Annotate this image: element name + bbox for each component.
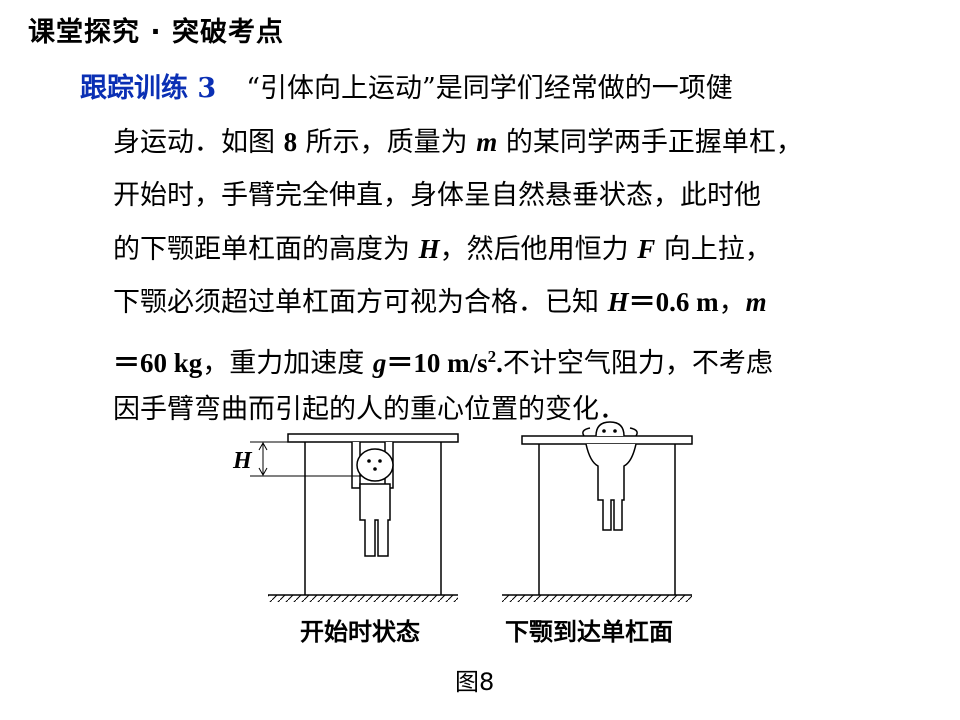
problem-line-1: 跟踪训练 3 “引体向上运动”是同学们经常做的一项健 — [80, 62, 900, 116]
problem-line-3: 开始时，手臂完全伸直，身体呈自然悬垂状态，此时他 — [80, 169, 900, 223]
symbol-g: g — [372, 347, 387, 378]
line-2-pre: 身运动．如图 — [113, 126, 284, 158]
left-ground-hatch — [268, 595, 458, 602]
value-g: ＝10 m/s — [386, 347, 488, 378]
line-6-dot: . — [496, 347, 503, 378]
chin-at-bar-diagram: 下颚到达单杠面 — [502, 421, 693, 646]
exponent: 2 — [487, 346, 497, 366]
symbol-F: F — [637, 233, 656, 264]
figure-caption: 图8 — [455, 668, 494, 696]
line-6-post: 不计空气阻力，不考虑 — [502, 347, 773, 379]
line-4-mid: ，然后他用恒力 — [439, 233, 638, 265]
line-2-post: 的某同学两手正握单杠， — [497, 126, 803, 158]
symbol-H: H — [418, 233, 440, 264]
line-6-mid: ，重力加速度 — [202, 347, 373, 379]
page-header: 课堂探究 · 突破考点 — [28, 17, 285, 48]
hanging-person-icon — [351, 442, 394, 557]
h-label: H — [232, 448, 253, 474]
symbol-m: m — [476, 126, 498, 157]
problem-label: 跟踪训练 3 — [80, 73, 217, 104]
line-3-text: 开始时，手臂完全伸直，身体呈自然悬垂状态，此时他 — [113, 180, 761, 211]
problem-text: 跟踪训练 3 “引体向上运动”是同学们经常做的一项健 身运动．如图 8 所示，质量… — [80, 62, 900, 437]
right-bar — [521, 435, 693, 445]
line-4-pre: 的下颚距单杠面的高度为 — [113, 233, 419, 265]
line-5-pre: 下颚必须超过单杠面方可视为合格．已知 — [113, 287, 608, 318]
problem-line-7: 因手臂弯曲而引起的人的重心位置的变化． — [80, 383, 900, 437]
h-arrows — [258, 441, 268, 477]
problem-line-2: 身运动．如图 8 所示，质量为 m 的某同学两手正握单杠， — [80, 116, 900, 170]
line-4-post: 向上拉， — [655, 233, 772, 265]
line-2-mid: 所示，质量为 — [297, 126, 477, 158]
value-m: ＝60 kg — [113, 347, 203, 378]
line-5-sep: ， — [718, 287, 746, 318]
problem-line-6: ＝60 kg，重力加速度 g＝10 m/s2.不计空气阻力，不考虑 — [80, 330, 900, 384]
chin-up-person-icon — [582, 421, 638, 531]
problem-line-5: 下颚必须超过单杠面方可视为合格．已知 H＝0.6 m，m — [80, 276, 900, 330]
symbol-H-2: H — [607, 287, 629, 317]
value-H: ＝0.6 m — [628, 287, 719, 317]
right-ground-hatch — [502, 595, 692, 602]
line-7-text: 因手臂弯曲而引起的人的重心位置的变化． — [113, 394, 626, 425]
start-state-diagram: H 开始时状态 — [232, 433, 459, 646]
line-1-text: “引体向上运动”是同学们经常做的一项健 — [246, 73, 733, 104]
start-state-caption: 开始时状态 — [300, 618, 420, 646]
chin-at-bar-caption: 下颚到达单杠面 — [505, 618, 673, 646]
figure-number-ref: 8 — [283, 126, 298, 157]
left-bar — [287, 433, 459, 443]
problem-line-4: 的下颚距单杠面的高度为 H，然后他用恒力 F 向上拉， — [80, 223, 900, 277]
symbol-m-2: m — [745, 287, 767, 317]
